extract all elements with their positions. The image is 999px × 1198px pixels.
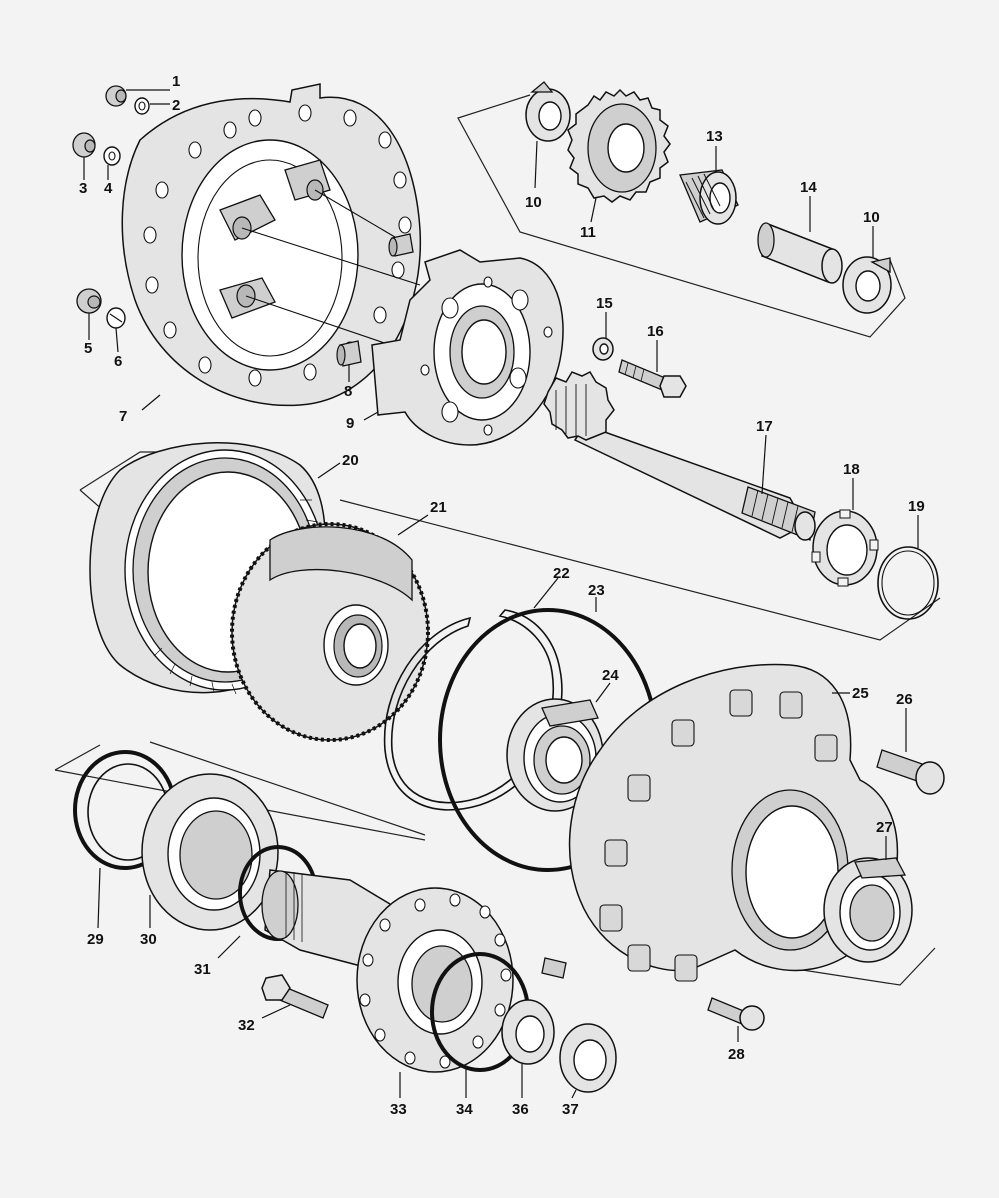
label-13: 13 [706, 128, 723, 145]
label-23: 23 [588, 582, 605, 599]
label-20: 20 [342, 452, 359, 469]
label-21: 21 [430, 499, 447, 516]
label-17: 17 [756, 418, 773, 435]
part-14-planet-pin [757, 222, 843, 284]
dowel-pin-small [541, 957, 567, 979]
label-30: 30 [140, 931, 157, 948]
part-5-nut [76, 288, 102, 314]
label-36: 36 [512, 1101, 529, 1118]
label-22: 22 [553, 565, 570, 582]
part-6-cone-washer [106, 307, 126, 329]
label-19: 19 [908, 498, 925, 515]
label-5: 5 [84, 340, 92, 357]
label-34: 34 [456, 1101, 473, 1118]
part-1-nut [105, 85, 127, 107]
part-37-washer [559, 1023, 617, 1093]
part-18-slotted-nut [811, 509, 879, 587]
label-15: 15 [596, 295, 613, 312]
part-19-circlip [877, 546, 939, 620]
label-31: 31 [194, 961, 211, 978]
label-9: 9 [346, 415, 354, 432]
label-16: 16 [647, 323, 664, 340]
label-27: 27 [876, 819, 893, 836]
part-10-thrust-washer-bottom [842, 256, 892, 314]
label-25: 25 [852, 685, 869, 702]
part-3-nut [72, 132, 96, 158]
label-14: 14 [800, 179, 817, 196]
label-26: 26 [896, 691, 913, 708]
label-32: 32 [238, 1017, 255, 1034]
label-37: 37 [562, 1101, 579, 1118]
part-11-planet-gear [567, 88, 671, 203]
part-17-sun-shaft [543, 371, 816, 541]
label-7: 7 [119, 408, 127, 425]
part-24-bearing [506, 698, 604, 812]
part-30-seal-carrier [141, 773, 279, 931]
part-4-washer [103, 146, 121, 166]
leader-lines [83, 89, 919, 1099]
part-28-bolt [707, 997, 765, 1031]
label-4: 4 [104, 180, 113, 197]
part-32-bolt [261, 974, 329, 1019]
part-15-washer [592, 337, 614, 361]
label-6: 6 [114, 353, 122, 370]
label-18: 18 [843, 461, 860, 478]
part-27-bearing [823, 857, 913, 963]
part-26-wheel-stud [876, 749, 945, 795]
part-2-washer [134, 97, 150, 115]
label-1: 1 [172, 73, 180, 90]
label-33: 33 [390, 1101, 407, 1118]
label-3: 3 [79, 180, 87, 197]
part-22-snap-ring [383, 609, 563, 811]
label-24: 24 [602, 667, 619, 684]
label-10-bottom: 10 [863, 209, 880, 226]
label-2: 2 [172, 97, 180, 114]
label-10-top: 10 [525, 194, 542, 211]
part-7-flange-plate [121, 83, 422, 407]
label-8: 8 [344, 383, 352, 400]
part-16-bolt [618, 359, 687, 398]
part-8-dowel-pins [336, 233, 414, 367]
part-10-thrust-washer-top [525, 81, 571, 142]
part-25-hub-housing [568, 663, 899, 982]
label-29: 29 [87, 931, 104, 948]
label-28: 28 [728, 1046, 745, 1063]
part-labels: 1 2 3 4 5 6 7 8 9 10 11 13 14 10 15 16 1… [79, 73, 925, 1118]
part-13-needle-bearing [679, 169, 739, 225]
part-36-seal-ring [501, 999, 555, 1065]
part-21-planet-hub [230, 522, 430, 742]
label-11: 11 [580, 224, 596, 241]
